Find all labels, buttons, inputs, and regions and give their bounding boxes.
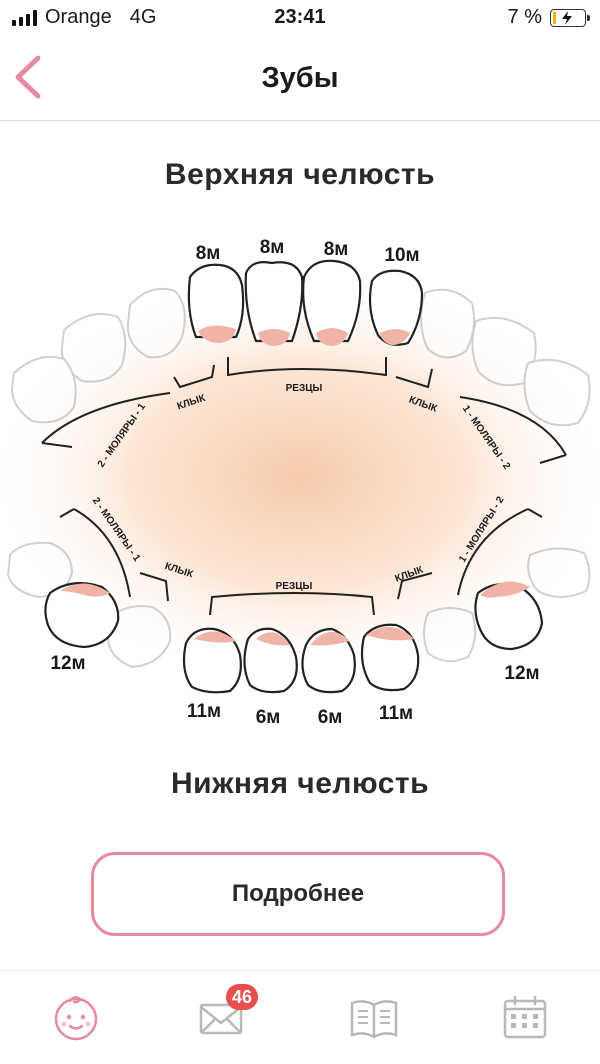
lower-tooth-age: 12м [504,663,539,684]
mail-icon [199,1003,243,1035]
lower-faded-teeth [6,541,591,669]
upper-incisors-label: РЕЗЦЫ [286,383,323,394]
lower-tooth-age: 11м [187,701,221,722]
lower-jaw-title: Нижняя челюсть [170,767,430,800]
tab-baby[interactable] [48,989,104,1045]
calendar-icon [503,995,547,1039]
upper-faded-teeth [10,287,591,427]
lower-tooth-age: 6м [256,707,281,728]
back-button[interactable] [10,54,46,100]
carrier-name: Orange [45,6,112,28]
battery-percent: 7 % [507,6,542,28]
clock: 23:41 [274,6,326,28]
lower-teeth [44,581,544,694]
upper-tooth-age: 10м [384,245,419,266]
more-details-button[interactable]: Подробнее [91,852,505,936]
mouth-shading [0,272,600,682]
battery-icon [550,8,590,27]
more-details-label: Подробнее [231,880,365,907]
lower-tooth-age: 11м [379,703,413,724]
upper-tooth-age: 8м [260,237,285,258]
baby-face-icon [54,996,98,1041]
status-bar: Orange 4G 23:41 7 % [0,0,600,38]
chevron-left-icon [15,55,41,99]
network-type: 4G [129,6,157,28]
tab-messages[interactable] [193,989,249,1045]
upper-tooth-age: 8м [196,243,221,264]
upper-jaw-title: Верхняя челюсть [164,158,436,191]
upper-brackets [41,357,567,464]
tab-calendar[interactable] [497,989,553,1045]
page-title: Зубы [261,62,339,94]
teeth-diagram: 8м 8м 8м 10м РЕЗЦЫ КЛЫК КЛЫК 2 - МОЛЯРЫ … [0,225,600,745]
upper-tooth-age: 8м [324,239,349,260]
navigation-bar: Зубы [0,38,600,121]
lower-incisors-label: РЕЗЦЫ [276,581,313,592]
tab-bar [0,970,600,1064]
signal-icon [12,9,37,26]
messages-badge: 46 [226,984,258,1010]
lower-tooth-age: 6м [318,707,343,728]
lower-brackets [59,508,543,616]
upper-teeth [187,259,424,346]
book-icon [350,1000,398,1039]
lower-tooth-age: 12м [50,653,85,674]
tab-library[interactable] [346,989,402,1045]
